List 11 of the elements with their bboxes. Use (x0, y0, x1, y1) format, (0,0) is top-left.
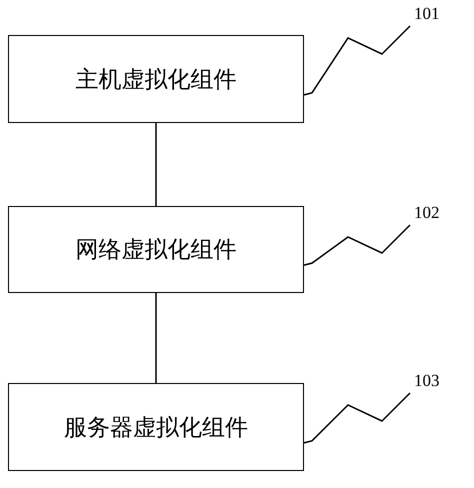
component-box: 网络虚拟化组件 (8, 206, 304, 293)
leader-line (304, 25, 411, 96)
leader-line (304, 392, 411, 444)
callout-number: 101 (414, 4, 440, 24)
component-box: 主机虚拟化组件 (8, 35, 304, 123)
component-box: 服务器虚拟化组件 (8, 383, 304, 471)
connector-line (155, 123, 157, 206)
leader-line (304, 224, 411, 266)
callout-number: 102 (414, 203, 440, 223)
callout-number: 103 (414, 371, 440, 391)
connector-line (155, 293, 157, 383)
